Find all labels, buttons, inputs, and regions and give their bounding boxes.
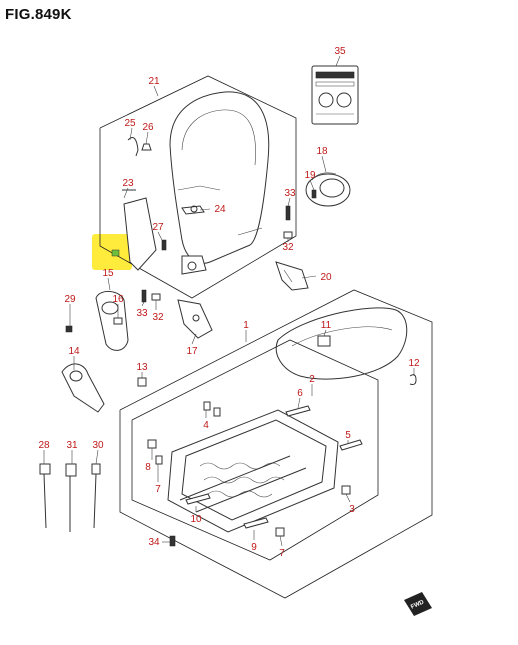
part-bolt-27[interactable] — [161, 239, 167, 251]
fwd-arrow: FWD — [404, 592, 432, 616]
callout-11[interactable]: 11 — [321, 320, 332, 331]
callout-19[interactable]: 19 — [304, 170, 316, 181]
part-clip-16[interactable] — [113, 317, 123, 325]
part-cushion-11[interactable] — [275, 307, 408, 380]
callout-1[interactable]: 1 — [243, 320, 249, 331]
part-clip-25[interactable] — [127, 137, 139, 157]
part-clip-8[interactable] — [147, 439, 163, 465]
frame-boundary — [131, 339, 379, 561]
part-screw-34[interactable] — [169, 535, 176, 547]
part-tie-31[interactable] — [65, 463, 77, 532]
callout-21[interactable]: 21 — [148, 76, 160, 87]
callout-33-upper[interactable]: 33 — [284, 188, 296, 199]
callout-20[interactable]: 20 — [320, 272, 332, 283]
part-clip-4[interactable] — [203, 401, 221, 417]
part-cover-15[interactable] — [95, 291, 129, 351]
callout-4[interactable]: 4 — [203, 420, 209, 431]
callout-25[interactable]: 25 — [124, 118, 136, 129]
part-seat-frame[interactable] — [167, 409, 339, 533]
part-nut-32-upper[interactable] — [283, 231, 293, 239]
part-hook-12[interactable] — [409, 374, 417, 385]
part-clip-7b[interactable] — [275, 527, 285, 537]
callout-9[interactable]: 9 — [251, 542, 257, 553]
part-rail-5[interactable] — [339, 439, 363, 451]
callout-3[interactable]: 3 — [349, 504, 355, 515]
part-bracket-17[interactable] — [177, 299, 213, 339]
callout-7-left[interactable]: 7 — [155, 484, 161, 495]
callout-16[interactable]: 16 — [112, 294, 124, 305]
seatback-boundary — [99, 75, 297, 299]
callout-15[interactable]: 15 — [102, 268, 114, 279]
part-recliner-hinge — [181, 255, 207, 275]
callout-13[interactable]: 13 — [136, 362, 148, 373]
callout-12[interactable]: 12 — [408, 358, 420, 369]
callout-26[interactable]: 26 — [142, 122, 154, 133]
fwd-label: FWD — [410, 599, 426, 610]
part-pin-24[interactable] — [181, 205, 205, 215]
callout-22[interactable]: 22 — [112, 256, 124, 267]
part-screw-29[interactable] — [65, 325, 73, 333]
callout-32-lower[interactable]: 32 — [152, 312, 164, 323]
part-label-card[interactable] — [311, 65, 359, 125]
part-clip-3[interactable] — [341, 485, 351, 495]
cushion-boundary — [119, 289, 433, 599]
part-screw-19[interactable] — [311, 189, 317, 199]
callout-32-upper[interactable]: 32 — [282, 242, 294, 253]
callout-5[interactable]: 5 — [345, 430, 351, 441]
callout-29[interactable]: 29 — [64, 294, 76, 305]
callout-35[interactable]: 35 — [334, 46, 346, 57]
part-seatback[interactable] — [169, 91, 270, 264]
callout-27[interactable]: 27 — [152, 222, 164, 233]
part-tie-28[interactable] — [39, 463, 51, 529]
part-nut-32-lower[interactable] — [151, 293, 161, 301]
callout-2[interactable]: 2 — [309, 374, 315, 385]
callout-10[interactable]: 10 — [190, 514, 202, 525]
part-lever-14[interactable] — [61, 363, 105, 413]
part-adjuster-18[interactable] — [305, 172, 351, 207]
callout-14[interactable]: 14 — [68, 346, 80, 357]
callout-8[interactable]: 8 — [145, 462, 151, 473]
part-rail-6[interactable] — [285, 405, 311, 417]
leader-lines — [43, 55, 415, 547]
callout-24[interactable]: 24 — [214, 204, 226, 215]
part-clip-13[interactable] — [137, 377, 147, 387]
callout-33-lower[interactable]: 33 — [136, 308, 148, 319]
part-rail-10[interactable] — [185, 493, 211, 505]
part-bracket-20[interactable] — [275, 261, 309, 291]
part-bolt-33-lower[interactable] — [141, 289, 147, 303]
callout-31[interactable]: 31 — [66, 440, 78, 451]
part-bolt-33-upper[interactable] — [285, 205, 291, 221]
part-rail-9[interactable] — [243, 517, 269, 529]
callout-23[interactable]: 23 — [122, 178, 134, 189]
figure-title: FIG.849K — [5, 6, 72, 23]
callout-7-right[interactable]: 7 — [279, 548, 285, 559]
callout-34[interactable]: 34 — [148, 537, 160, 548]
part-clip-26[interactable] — [141, 143, 152, 151]
part-tie-30[interactable] — [91, 463, 101, 529]
part-trim-22[interactable] — [111, 197, 157, 271]
callout-30[interactable]: 30 — [92, 440, 104, 451]
callout-6[interactable]: 6 — [297, 388, 303, 399]
callout-28[interactable]: 28 — [38, 440, 50, 451]
callout-18[interactable]: 18 — [316, 146, 328, 157]
callout-17[interactable]: 17 — [186, 346, 198, 357]
callout-labels: 35 21 25 26 18 19 23 22 24 33 27 32 20 1… — [38, 46, 420, 559]
